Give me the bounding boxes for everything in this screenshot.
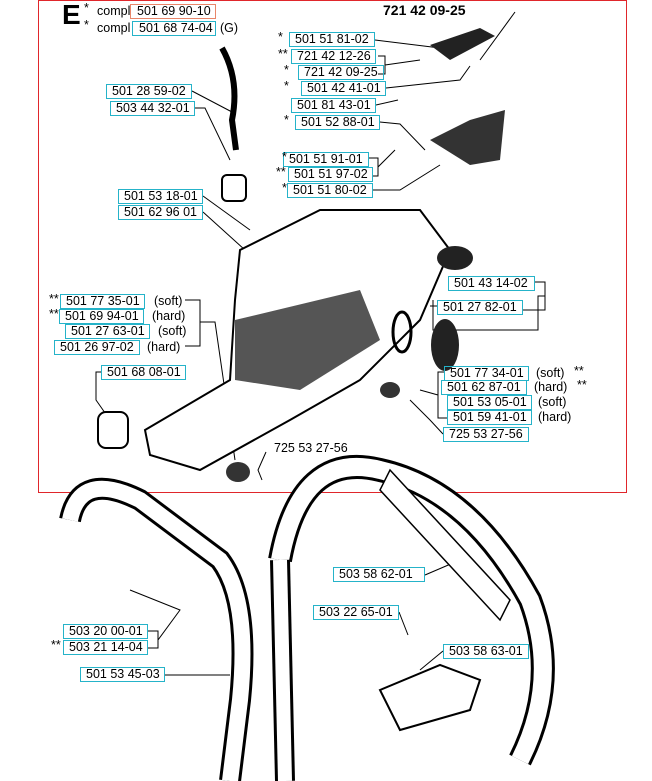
part-number-label[interactable]: 725 53 27-56 <box>274 441 348 455</box>
part-highlight-box <box>118 205 203 220</box>
part-number-label[interactable]: 501 59 41-01 <box>453 410 527 424</box>
note-mark: ** <box>49 292 59 306</box>
part-note: (soft) <box>154 294 183 308</box>
note-mark: ** <box>278 47 288 61</box>
part-highlight-box <box>287 183 373 198</box>
note-mark: ** <box>51 638 61 652</box>
compl-prefix: compl <box>97 21 131 35</box>
note-mark: * <box>84 1 89 15</box>
part-highlight-box <box>441 380 527 395</box>
note-mark: * <box>284 79 289 93</box>
note-mark: * <box>84 18 89 32</box>
part-number-label[interactable]: 501 42 41-01 <box>307 81 381 95</box>
part-highlight-box <box>106 84 192 99</box>
part-number-label[interactable]: 503 22 65-01 <box>319 605 393 619</box>
part-number-label[interactable]: 501 26 97-02 <box>60 340 134 354</box>
note-mark: * <box>282 150 287 164</box>
part-note: (hard) <box>147 340 181 354</box>
part-number-label[interactable]: 501 77 35-01 <box>66 294 140 308</box>
part-note: (soft) <box>538 395 567 409</box>
part-note: (hard) <box>534 380 568 394</box>
part-highlight-box <box>54 340 140 355</box>
part-highlight-box <box>289 32 375 47</box>
part-number-label[interactable]: 503 21 14-04 <box>69 640 143 654</box>
part-highlight-box <box>283 152 369 167</box>
part-note: (hard) <box>538 410 572 424</box>
note-mark: * <box>282 181 287 195</box>
part-number-label[interactable]: 721 42 12-26 <box>297 49 371 63</box>
part-highlight-box <box>291 98 376 113</box>
part-number-label[interactable]: 501 51 97-02 <box>294 167 368 181</box>
section-letter: E <box>62 0 81 30</box>
part-number-label[interactable]: 501 51 80-02 <box>293 183 367 197</box>
part-number-label[interactable]: 501 53 18-01 <box>124 189 198 203</box>
note-mark: ** <box>276 165 286 179</box>
complete-part-number[interactable]: 501 69 90-10 <box>137 4 211 18</box>
part-number-label[interactable]: 501 53 45-03 <box>86 667 160 681</box>
part-note: (soft) <box>158 324 187 338</box>
part-number-label[interactable]: 501 68 08-01 <box>107 365 181 379</box>
part-number-label[interactable]: 503 44 32-01 <box>116 101 190 115</box>
part-highlight-box <box>63 624 148 639</box>
part-highlight-box <box>443 427 529 442</box>
part-number-label[interactable]: 501 77 34-01 <box>450 366 524 380</box>
part-note: (G) <box>220 21 239 35</box>
part-highlight-box <box>80 667 165 682</box>
complete-part-number[interactable]: 501 68 74-04 <box>139 21 213 35</box>
part-highlight-box <box>130 4 216 19</box>
note-mark: * <box>284 113 289 127</box>
part-highlight-box <box>437 300 523 315</box>
compl-prefix: compl <box>97 4 131 18</box>
part-highlight-box <box>443 644 529 659</box>
part-highlight-box <box>110 101 195 116</box>
part-number-label[interactable]: 503 20 00-01 <box>69 624 143 638</box>
note-mark: * <box>278 30 283 44</box>
part-number-label[interactable]: 725 53 27-56 <box>449 427 523 441</box>
part-number-label[interactable]: 501 69 94-01 <box>65 309 139 323</box>
part-highlight-box <box>447 410 532 425</box>
note-mark: ** <box>49 307 59 321</box>
part-highlight-box <box>63 640 148 655</box>
part-note: (soft) <box>536 366 565 380</box>
part-note: (hard) <box>152 309 186 323</box>
part-highlight-box <box>448 276 535 291</box>
part-highlight-box <box>291 49 376 64</box>
part-number-label[interactable]: 501 51 81-02 <box>295 32 369 46</box>
part-highlight-box <box>132 21 216 36</box>
header-part-number: 721 42 09-25 <box>383 2 466 18</box>
part-highlight-box <box>60 294 145 309</box>
note-mark: * <box>284 63 289 77</box>
part-highlight-box <box>288 167 373 182</box>
part-number-label[interactable]: 503 58 63-01 <box>449 644 523 658</box>
part-highlight-box <box>59 309 144 324</box>
part-highlight-box <box>118 189 203 204</box>
part-number-label[interactable]: 721 42 09-25 <box>304 65 378 79</box>
part-number-label[interactable]: 503 58 62-01 <box>339 567 413 581</box>
part-highlight-box <box>101 365 186 380</box>
part-highlight-box <box>65 324 150 339</box>
part-number-label[interactable]: 501 53 05-01 <box>453 395 527 409</box>
part-number-label[interactable]: 501 28 59-02 <box>112 84 186 98</box>
part-number-label[interactable]: 501 52 88-01 <box>301 115 375 129</box>
part-number-label[interactable]: 501 62 87-01 <box>447 380 521 394</box>
section-frame <box>38 0 627 493</box>
note-mark: ** <box>574 364 584 378</box>
part-number-label[interactable]: 501 81 43-01 <box>297 98 371 112</box>
note-mark: ** <box>577 378 587 392</box>
part-number-label[interactable]: 501 62 96 01 <box>124 205 197 219</box>
part-highlight-box <box>313 605 399 620</box>
part-highlight-box <box>333 567 425 582</box>
part-number-label[interactable]: 501 43 14-02 <box>454 276 528 290</box>
part-number-label[interactable]: 501 27 63-01 <box>71 324 145 338</box>
part-highlight-box <box>301 81 386 96</box>
part-highlight-box <box>298 65 384 80</box>
part-number-label[interactable]: 501 51 91-01 <box>289 152 363 166</box>
part-highlight-box <box>295 115 380 130</box>
part-number-label[interactable]: 501 27 82-01 <box>443 300 517 314</box>
part-highlight-box <box>447 395 532 410</box>
